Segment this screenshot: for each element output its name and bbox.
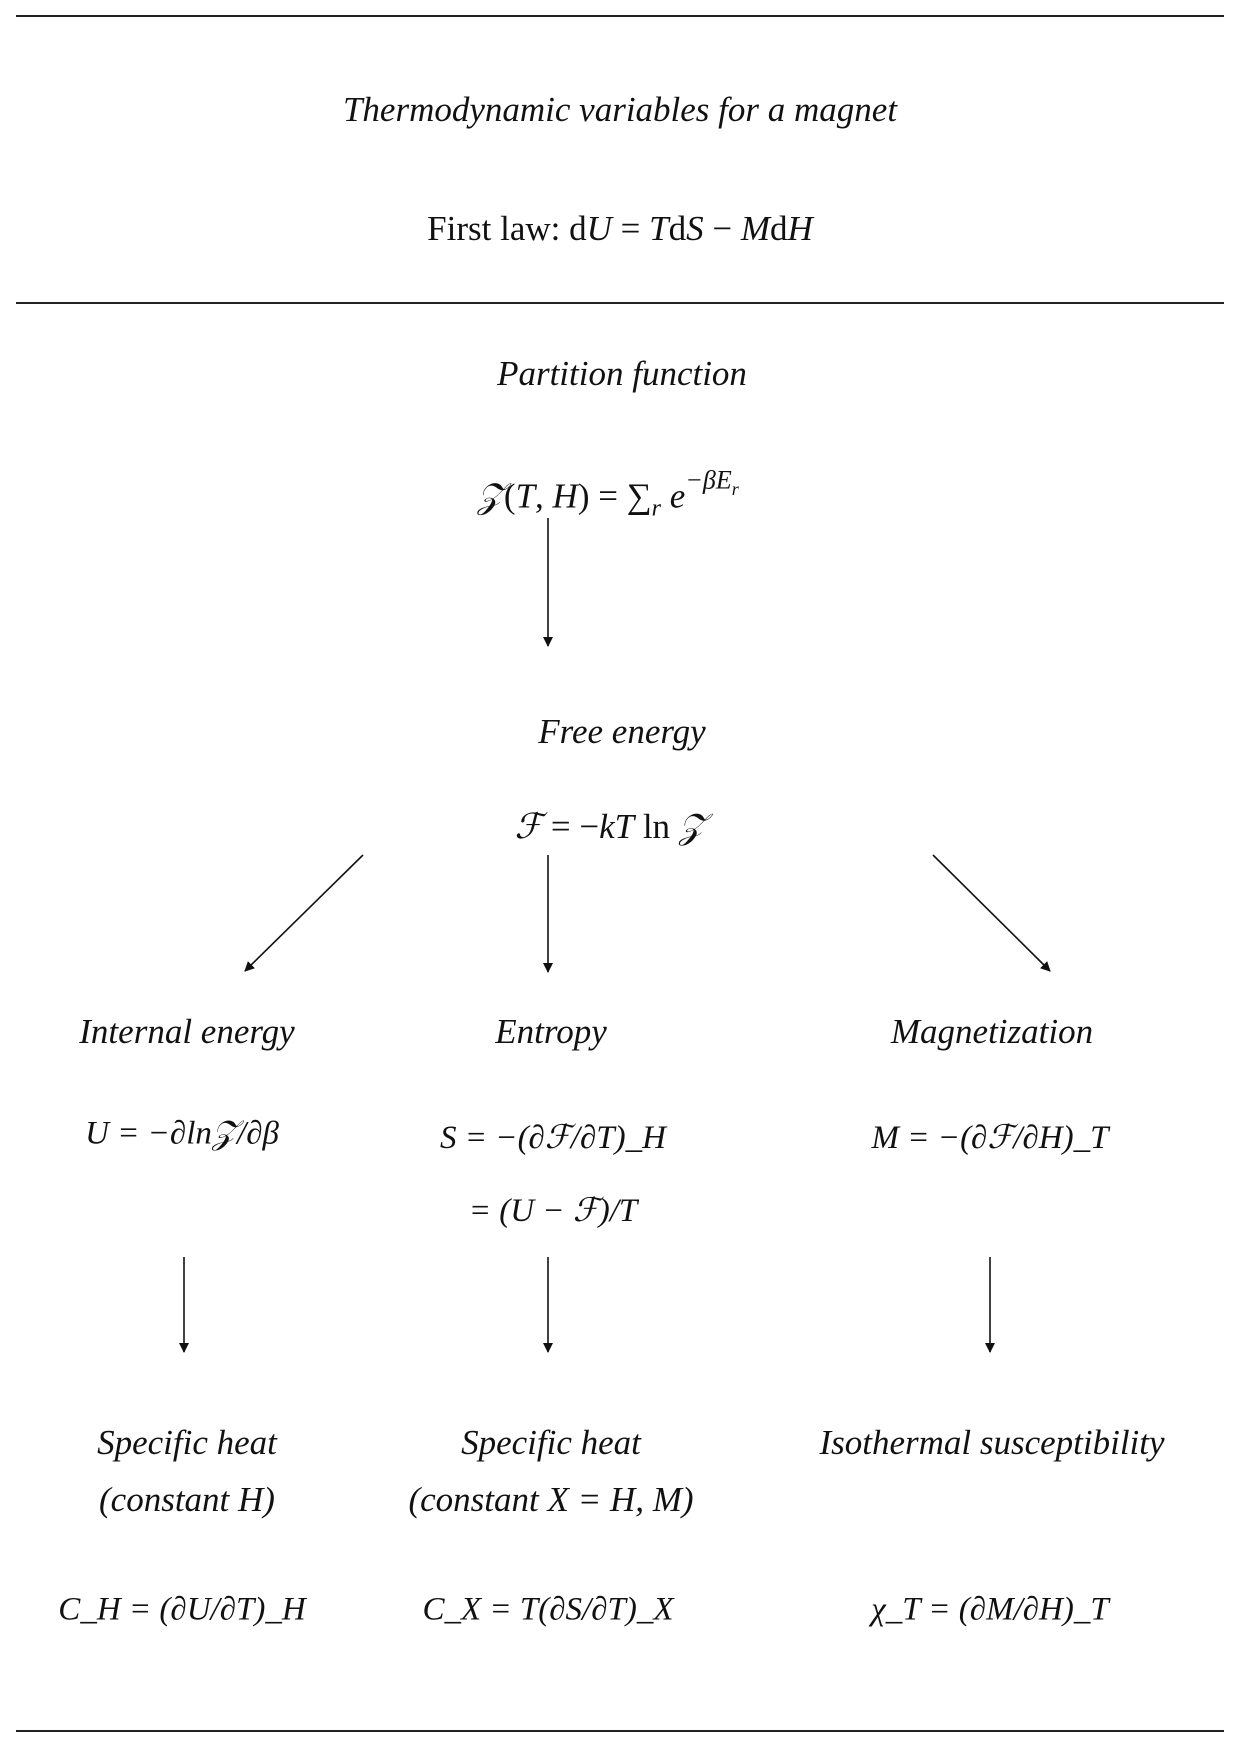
free-energy-equation: ℱ = −kT ln 𝒵 <box>514 807 706 846</box>
specific-heat-h-condition: (constant H) <box>99 1480 275 1519</box>
page-title: Thermodynamic variables for a magnet <box>342 90 898 129</box>
magnetization-equation: M = −(∂ℱ/∂H)_T <box>871 1120 1109 1156</box>
entropy-equation: S = −(∂ℱ/∂T)_H <box>440 1120 666 1156</box>
specific-heat-h-equation: C_H = (∂U/∂T)_H <box>58 1591 306 1628</box>
specific-heat-h-heading: Specific heat <box>97 1423 277 1462</box>
arrow-to-magnetization <box>932 854 1051 972</box>
section-rule <box>16 302 1224 304</box>
free-energy-heading: Free energy <box>538 712 706 751</box>
specific-heat-x-heading: Specific heat <box>461 1423 641 1462</box>
partition-heading: Partition function <box>497 354 747 393</box>
partition-equation: 𝒵(T, H) = ∑r e−βEr <box>477 465 739 522</box>
internal-energy-equation: U = −∂ln𝒵/∂β <box>85 1115 279 1152</box>
internal-energy-heading: Internal energy <box>79 1012 295 1051</box>
first-law-equation: dU = TdS − MdH <box>569 209 813 248</box>
susceptibility-heading: Isothermal susceptibility <box>819 1423 1165 1462</box>
first-law-label: First law: <box>427 209 561 248</box>
first-law: First law: dU = TdS − MdH <box>427 209 813 249</box>
specific-heat-x-condition: (constant X = H, M) <box>408 1480 694 1519</box>
arrow-to-internal-energy <box>244 854 364 972</box>
top-rule <box>16 15 1224 17</box>
bottom-rule <box>16 1730 1224 1732</box>
magnetization-heading: Magnetization <box>890 1012 1094 1051</box>
entropy-equation-2: = (U − ℱ)/T <box>468 1193 638 1229</box>
entropy-heading: Entropy <box>495 1012 607 1051</box>
specific-heat-x-equation: C_X = T(∂S/∂T)_X <box>422 1591 674 1628</box>
susceptibility-equation: χ_T = (∂M/∂H)_T <box>871 1591 1109 1628</box>
